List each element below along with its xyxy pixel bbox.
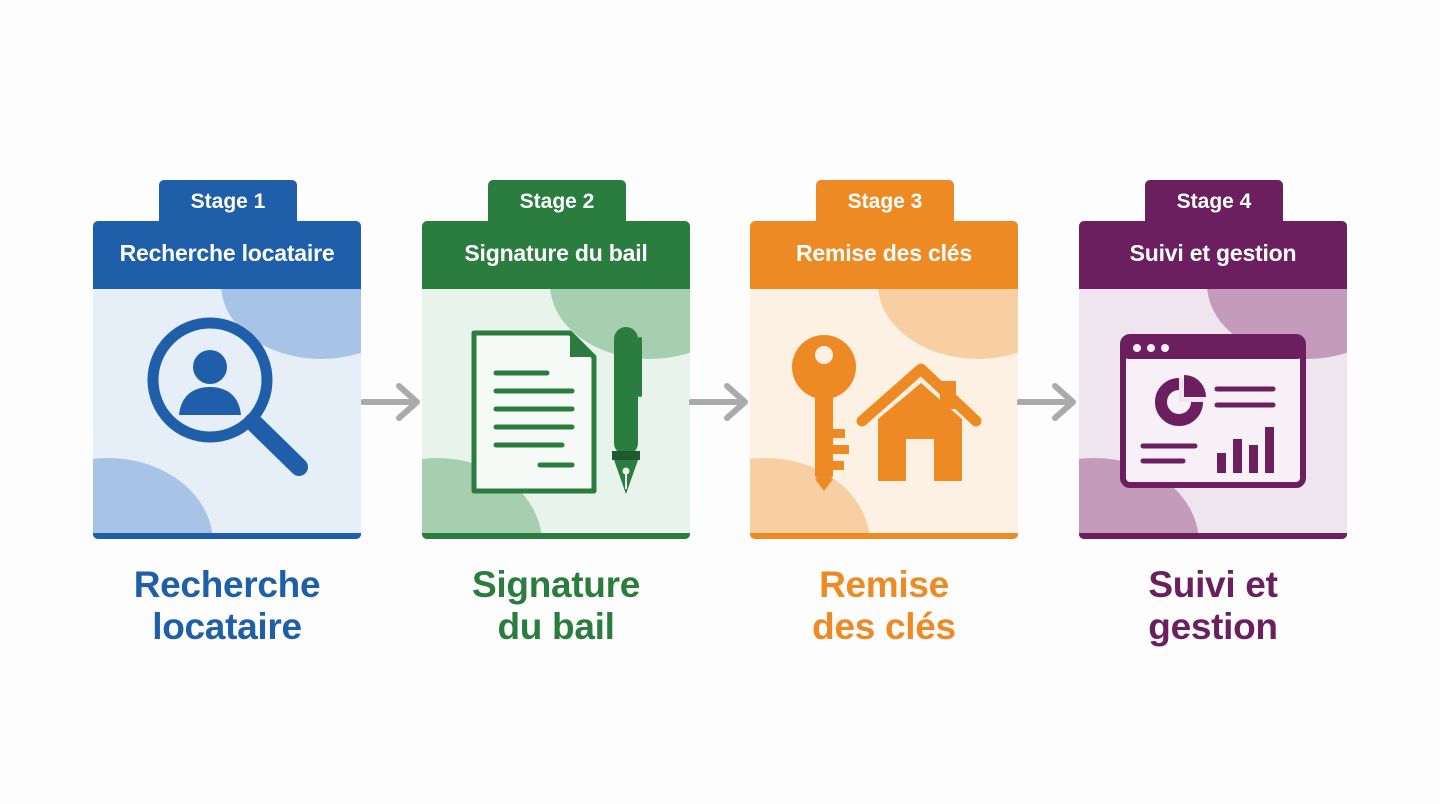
stage-1-caption-line1: Recherche (133, 564, 321, 605)
arrow-right-icon (689, 383, 748, 421)
arrow-right-icon (1017, 383, 1076, 421)
stage-3-caption-line2: des clés (812, 606, 956, 647)
stage-4-header: Suivi et gestion (1129, 240, 1297, 266)
stage-4-card: Suivi et gestion (1079, 221, 1347, 539)
stage-2-tab: Stage 2 (488, 180, 626, 222)
stage-4: Stage 4 Suivi et gestion (1079, 180, 1347, 660)
stage-3-body (750, 289, 1018, 533)
dashboard-icon (1120, 334, 1306, 488)
stage-4-caption: Suivi et gestion (1079, 564, 1347, 648)
stage-2-caption: Signature du bail (422, 564, 690, 648)
stage-1-card: Recherche locataire (93, 221, 361, 539)
arrow-right-icon (361, 383, 420, 421)
stage-3: Stage 3 Remise des clés (750, 180, 1018, 660)
stage-2-body (422, 289, 690, 533)
stage-2-card: Signature du bail (422, 221, 690, 539)
stage-3-header: Remise des clés (795, 240, 972, 266)
stage-2-caption-line2: du bail (497, 606, 615, 647)
stage-3-tab: Stage 3 (816, 180, 954, 222)
stage-2: Stage 2 Signature du bail (422, 180, 690, 660)
stage-1: Stage 1 Recherche locataire Recherche lo… (93, 180, 361, 660)
stage-2-caption-line1: Signature (472, 564, 640, 605)
stage-1-caption: Recherche locataire (93, 564, 361, 648)
stage-1-tab: Stage 1 (159, 180, 297, 222)
stage-4-caption-line1: Suivi et (1148, 564, 1278, 605)
stage-4-body (1079, 289, 1347, 533)
stage-1-footer-bar (93, 533, 361, 539)
stage-3-card: Remise des clés (750, 221, 1018, 539)
magnifier-person-icon (147, 317, 308, 476)
stage-3-caption-line1: Remise (819, 564, 949, 605)
stage-1-caption-line2: locataire (152, 606, 302, 647)
stage-3-footer-bar (750, 533, 1018, 539)
stage-3-caption: Remise des clés (750, 564, 1018, 648)
stage-1-body (93, 289, 361, 533)
key-house-icon (792, 335, 982, 491)
document-pen-icon (471, 327, 642, 494)
stage-2-footer-bar (422, 533, 690, 539)
stage-2-header: Signature du bail (464, 240, 648, 266)
stage-1-header: Recherche locataire (119, 240, 335, 266)
stage-4-tab: Stage 4 (1145, 180, 1283, 222)
stage-4-footer-bar (1079, 533, 1347, 539)
stage-4-caption-line2: gestion (1148, 606, 1278, 647)
